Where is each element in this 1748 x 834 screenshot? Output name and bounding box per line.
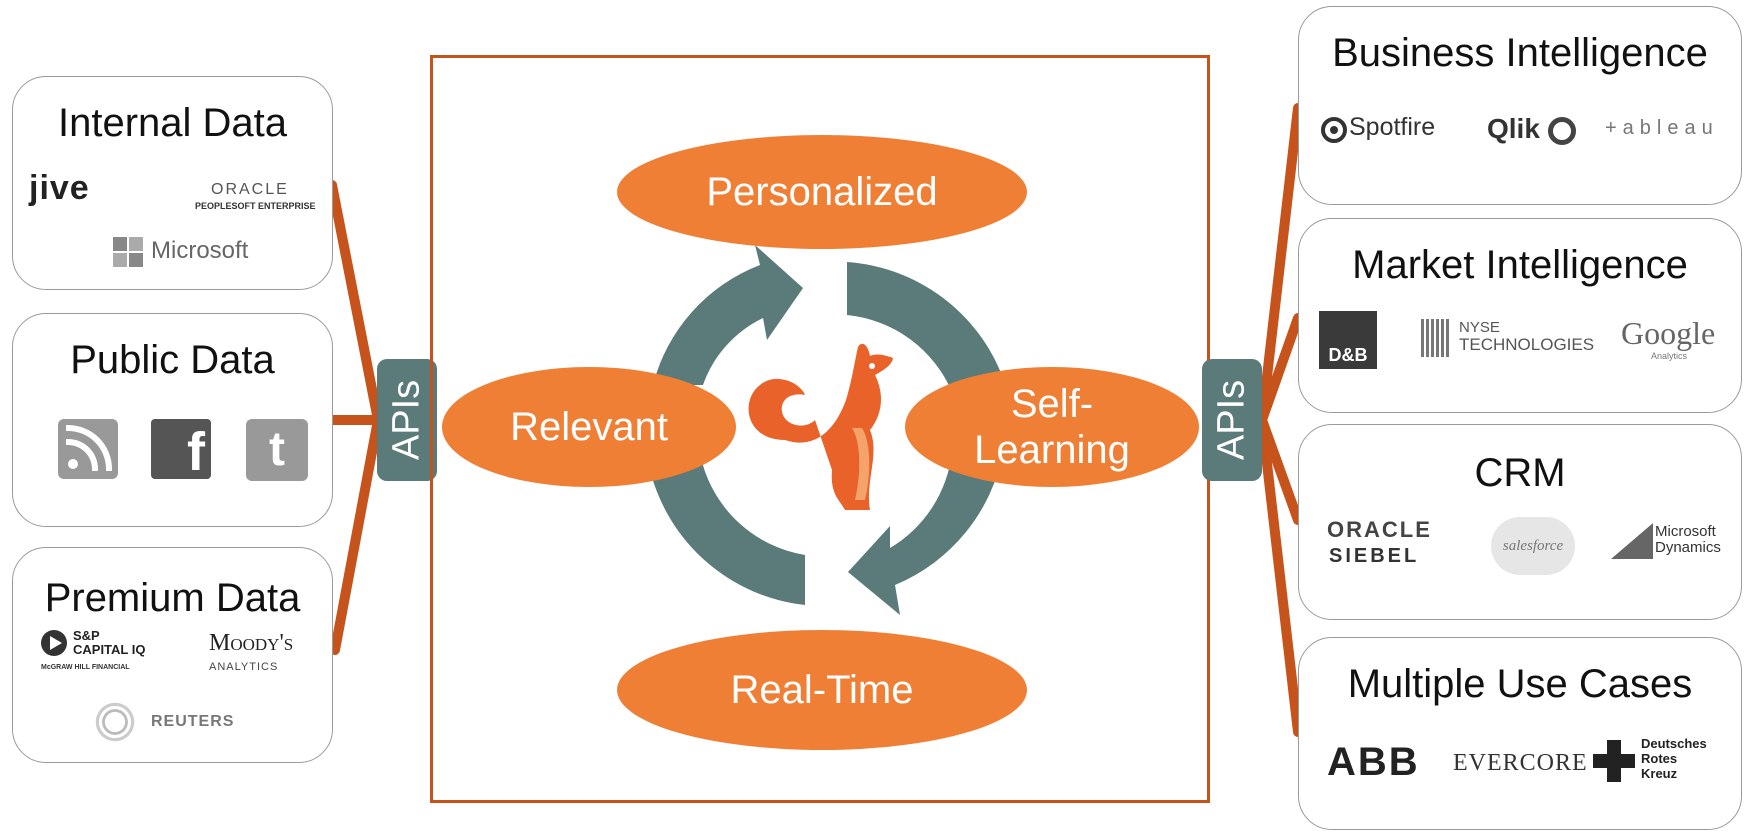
multiple-use-cases-panel: Multiple Use Cases ABB EVERCORE Deutsche… bbox=[1298, 637, 1742, 830]
business-intelligence-panel: Business Intelligence Spotfire Qlik +abl… bbox=[1298, 6, 1742, 205]
peoplesoft-logo: PEOPLESOFT ENTERPRISE bbox=[195, 201, 316, 211]
moodys-logo: Moody's bbox=[209, 630, 294, 656]
panel-title: Multiple Use Cases bbox=[1347, 662, 1693, 706]
mcgraw-hill-logo: McGRAW HILL FINANCIAL bbox=[41, 664, 130, 671]
left-connector-lines bbox=[327, 180, 383, 655]
reuters-logo-icon bbox=[87, 694, 143, 750]
abb-logo: ABB bbox=[1327, 740, 1420, 784]
siebel-logo: SIEBEL bbox=[1329, 545, 1420, 567]
market-intelligence-panel: Market Intelligence D&B NYSE TECHNOLOGIE… bbox=[1298, 218, 1742, 413]
dnb-logo: D&B bbox=[1319, 311, 1377, 369]
drk-logo-line3: Kreuz bbox=[1641, 766, 1678, 781]
red-cross-icon bbox=[1593, 740, 1635, 782]
ms-dynamics-logo-icon bbox=[1611, 523, 1653, 559]
reuters-logo: REUTERS bbox=[151, 713, 235, 730]
nyse-technologies-logo: TECHNOLOGIES bbox=[1459, 335, 1595, 354]
google-analytics-logo: Analytics bbox=[1651, 351, 1688, 361]
rss-icon bbox=[58, 419, 118, 479]
salesforce-logo: salesforce bbox=[1491, 517, 1575, 575]
public-data-panel: Public Data f t bbox=[12, 313, 333, 527]
twitter-icon: t bbox=[246, 419, 308, 481]
arrow-top-left bbox=[653, 245, 803, 385]
self-learning-ellipse: Self- Learning bbox=[905, 367, 1199, 487]
dnb-logo-text: D&B bbox=[1328, 345, 1368, 365]
salesforce-logo-text: salesforce bbox=[1502, 537, 1564, 554]
relevant-ellipse: Relevant bbox=[442, 367, 736, 487]
panel-title: Internal Data bbox=[57, 101, 288, 145]
premium-data-panel: Premium Data S&P CAPITAL IQ McGRAW HILL … bbox=[12, 547, 333, 763]
capital-iq-logo: CAPITAL IQ bbox=[73, 642, 146, 657]
spotfire-logo: Spotfire bbox=[1349, 113, 1436, 141]
google-logo: Google bbox=[1621, 315, 1716, 351]
evercore-logo: EVERCORE bbox=[1453, 750, 1588, 776]
panel-title: Market Intelligence bbox=[1352, 243, 1688, 287]
nyse-logo: NYSE bbox=[1459, 319, 1500, 336]
panel-title: Premium Data bbox=[44, 576, 301, 620]
arrow-bottom-right bbox=[848, 452, 1003, 615]
moodys-analytics-logo: ANALYTICS bbox=[209, 661, 279, 673]
panel-title: CRM bbox=[1474, 451, 1566, 495]
apis-left-label: APIs bbox=[385, 379, 428, 461]
qlik-q-icon bbox=[1548, 117, 1576, 145]
oracle-logo: ORACLE bbox=[211, 181, 289, 198]
sp-logo: S&P bbox=[73, 628, 100, 643]
apis-right-label: APIs bbox=[1210, 379, 1253, 461]
arrow-top-right bbox=[847, 262, 1003, 392]
right-connector-lines bbox=[1257, 103, 1303, 737]
internal-data-panel: Internal Data jive ORACLE PEOPLESOFT ENT… bbox=[12, 76, 333, 290]
spotfire-logo-icon bbox=[1321, 117, 1347, 143]
drk-logo-line1: Deutsches bbox=[1641, 736, 1707, 751]
apis-right-connector: APIs bbox=[1202, 359, 1262, 481]
cycle-arrows bbox=[650, 245, 1003, 615]
tableau-logo: +ableau bbox=[1605, 117, 1719, 139]
jive-logo: jive bbox=[29, 169, 90, 207]
personalized-ellipse: Personalized bbox=[617, 135, 1027, 249]
squirrel-logo-icon bbox=[748, 343, 893, 510]
panel-title: Business Intelligence bbox=[1332, 31, 1708, 75]
ms-dynamics-logo: Microsoft bbox=[1655, 523, 1716, 540]
facebook-icon: f bbox=[151, 419, 211, 482]
ms-dynamics-logo-sub: Dynamics bbox=[1655, 539, 1721, 556]
qlik-logo: Qlik bbox=[1487, 113, 1540, 144]
arrow-bottom-left bbox=[650, 462, 805, 605]
real-time-ellipse: Real-Time bbox=[617, 630, 1027, 750]
panel-title: Public Data bbox=[70, 338, 275, 382]
apis-left-connector: APIs bbox=[377, 359, 437, 481]
drk-logo-line2: Rotes bbox=[1641, 751, 1678, 766]
nyse-logo-icon bbox=[1421, 319, 1451, 357]
oracle-logo: ORACLE bbox=[1327, 517, 1432, 542]
microsoft-logo-icon bbox=[113, 237, 143, 267]
microsoft-logo: Microsoft bbox=[151, 237, 249, 264]
sp-logo-icon bbox=[41, 630, 67, 656]
crm-panel: CRM ORACLE SIEBEL salesforce Microsoft D… bbox=[1298, 424, 1742, 620]
